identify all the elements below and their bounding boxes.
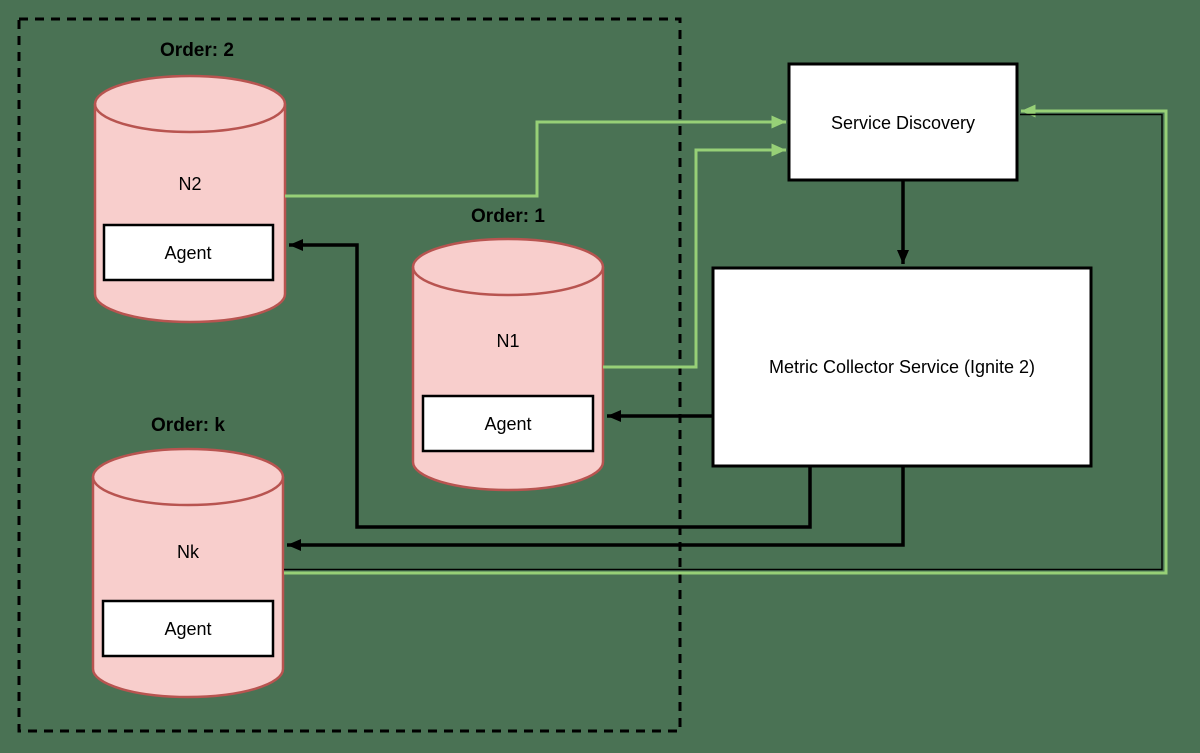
metric-collector-label: Metric Collector Service (Ignite 2) bbox=[769, 357, 1035, 377]
node-n2: Order: 2 N2 Agent bbox=[93, 40, 287, 324]
n2-agent-box bbox=[102, 223, 275, 282]
cluster-boundary bbox=[17, 17, 682, 733]
nk-agent-label: Agent bbox=[164, 619, 211, 639]
nk-name: Nk bbox=[177, 542, 200, 562]
n1-cylinder-rim bbox=[411, 266, 605, 297]
connector-metric-collector-to-n2-agent bbox=[289, 239, 812, 529]
n2-cylinder-rim bbox=[93, 103, 287, 134]
connector-nk-parallel-thin-line bbox=[284, 113, 1163, 571]
n1-name: N1 bbox=[496, 331, 519, 351]
n1-order-label: Order: 1 bbox=[471, 206, 545, 227]
n1-cylinder bbox=[411, 237, 605, 492]
nk-cylinder-rim bbox=[91, 476, 285, 507]
service-discovery-label: Service Discovery bbox=[831, 113, 975, 133]
n1-agent-label: Agent bbox=[484, 414, 531, 434]
service-discovery: Service Discovery bbox=[787, 62, 1019, 182]
service-discovery-box bbox=[787, 62, 1019, 182]
metric-collector-service: Metric Collector Service (Ignite 2) bbox=[711, 266, 1093, 468]
connector-n1-to-service-discovery bbox=[603, 143, 786, 369]
connector-n2-to-service-discovery bbox=[285, 115, 786, 198]
n2-name: N2 bbox=[178, 174, 201, 194]
n2-agent-label: Agent bbox=[164, 243, 211, 263]
n2-cylinder bbox=[93, 74, 287, 324]
connector-metric-collector-to-nk-agent bbox=[287, 465, 905, 551]
metric-collector-box bbox=[711, 266, 1093, 468]
node-nk: Order: k Nk Agent bbox=[91, 415, 285, 699]
n2-order-label: Order: 2 bbox=[160, 40, 234, 61]
node-n1: Order: 1 N1 Agent bbox=[411, 206, 605, 492]
nk-order-label: Order: k bbox=[151, 415, 225, 436]
connector-nk-to-service-discovery bbox=[284, 104, 1168, 575]
nk-agent-box bbox=[101, 599, 275, 658]
n1-agent-box bbox=[421, 394, 595, 453]
nk-cylinder bbox=[91, 447, 285, 699]
